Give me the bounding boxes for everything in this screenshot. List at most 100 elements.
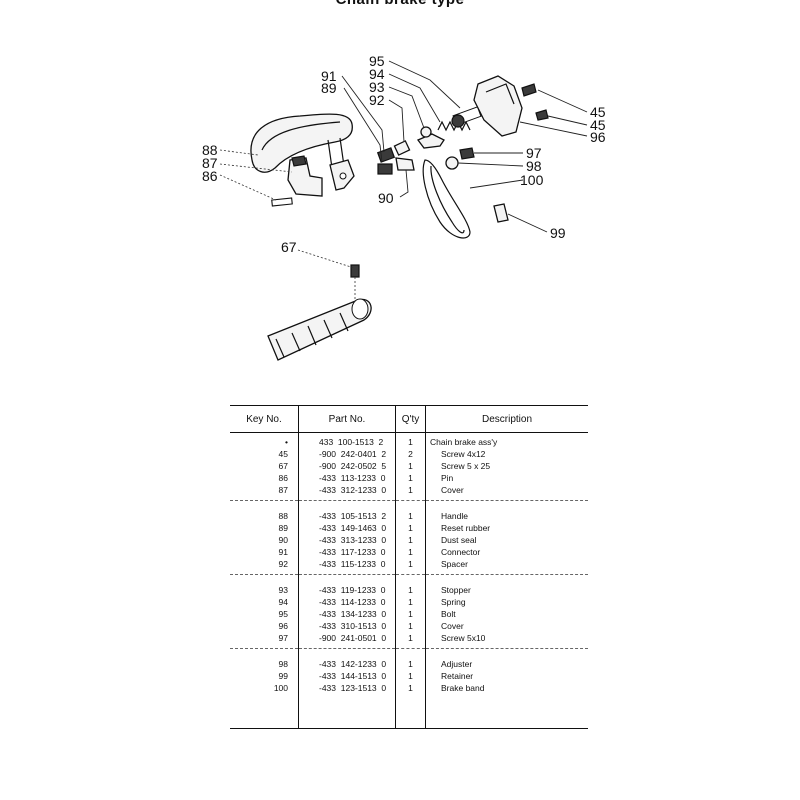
- callout-45-lower: 45: [590, 117, 606, 133]
- description-cell: Adjuster: [425, 658, 588, 670]
- quantity-cell: 1: [395, 484, 426, 496]
- small-block-drawing: [377, 163, 393, 175]
- callout-96: 96: [590, 129, 606, 145]
- part-number-cell: -433 123-1513 0: [298, 682, 396, 694]
- brake-band-100-drawing: [422, 159, 471, 239]
- description-cell: Bolt: [425, 608, 588, 620]
- cover-87-drawing: [287, 155, 323, 197]
- shaft-tube-drawing: [267, 298, 372, 361]
- quantity-cell: 1: [395, 460, 426, 472]
- part-number-cell: -433 312-1233 0: [298, 484, 396, 496]
- callout-88: 88: [202, 142, 218, 158]
- screw-67-drawing: [350, 264, 360, 278]
- table-header-row: Key No. Part No. Q'ty Description: [230, 405, 588, 433]
- group-separator: [230, 644, 588, 649]
- part-number-cell: -900 242-0401 2: [298, 448, 396, 460]
- leader-lines: [219, 60, 588, 302]
- key-number-cell: •: [285, 437, 288, 447]
- key-number-cell: 90: [278, 535, 288, 545]
- quantity-cell: 1: [395, 596, 426, 608]
- part-number-cell: -433 144-1513 0: [298, 670, 396, 682]
- description-cell: Cover: [425, 620, 588, 632]
- parts-list-table: Key No. Part No. Q'ty Description • 433 1…: [230, 405, 588, 729]
- quantity-cell: 1: [395, 510, 426, 522]
- spring-94-drawing: [437, 120, 471, 132]
- key-number-cell: 92: [278, 559, 288, 569]
- key-number-cell: 94: [278, 597, 288, 607]
- screw-97-drawing: [459, 147, 475, 160]
- screw-45-drawing: [521, 83, 549, 121]
- spacer-92-drawing: [393, 140, 411, 156]
- row-spacer: [230, 574, 588, 584]
- description-cell: Stopper: [425, 584, 588, 596]
- description-cell: Connector: [425, 546, 588, 558]
- callout-45-upper: 45: [590, 104, 606, 120]
- key-number-cell: 97: [278, 633, 288, 643]
- part-number-cell: -433 114-1233 0: [298, 596, 396, 608]
- description-cell: Spring: [425, 596, 588, 608]
- callout-98: 98: [526, 158, 542, 174]
- column-header-description: Description: [425, 405, 588, 433]
- key-number-cell: 96: [278, 621, 288, 631]
- description-cell: Dust seal: [425, 534, 588, 546]
- row-spacer: [230, 500, 588, 510]
- part-number-cell: -433 113-1233 0: [298, 472, 396, 484]
- part-number-cell: -900 241-0501 0: [298, 632, 396, 644]
- row-spacer: [230, 694, 588, 729]
- description-cell: Cover: [425, 484, 588, 496]
- part-number-cell: -433 142-1233 0: [298, 658, 396, 670]
- part-number-cell: -900 242-0502 5: [298, 460, 396, 472]
- callout-99: 99: [550, 225, 566, 241]
- description-cell: Chain brake ass'y: [425, 432, 588, 448]
- description-cell: Retainer: [425, 670, 588, 682]
- key-number-cell: 100: [273, 683, 288, 693]
- callout-86: 86: [202, 168, 218, 184]
- quantity-cell: 1: [395, 608, 426, 620]
- quantity-cell: 1: [395, 658, 426, 670]
- quantity-cell: 1: [395, 670, 426, 682]
- key-number-cell: 93: [278, 585, 288, 595]
- stopper-93-drawing: [416, 126, 445, 149]
- retainer-99-drawing: [493, 203, 509, 223]
- key-number-cell: 87: [278, 485, 288, 495]
- group-separator: [230, 496, 588, 501]
- part-number-cell: -433 115-1233 0: [298, 558, 396, 570]
- callout-94: 94: [369, 66, 385, 82]
- quantity-cell: 1: [395, 472, 426, 484]
- page-title: Chain brake type: [0, 0, 800, 8]
- description-cell: Pin: [425, 472, 588, 484]
- handle-88-drawing: [250, 113, 353, 173]
- key-number-cell: 95: [278, 609, 288, 619]
- exploded-parts-diagram: 95 94 93 92 91 89 88 87 86 90 45 45 96 9…: [202, 53, 606, 361]
- dust-seal-90-drawing: [395, 157, 415, 171]
- quantity-cell: 1: [395, 432, 426, 448]
- key-number-cell: 89: [278, 523, 288, 533]
- part-number-cell: 433 100-1513 2: [298, 432, 396, 448]
- quantity-cell: 1: [395, 546, 426, 558]
- part-number-cell: -433 119-1233 0: [298, 584, 396, 596]
- callout-89: 89: [321, 80, 337, 96]
- column-header-qty: Q'ty: [395, 405, 426, 433]
- quantity-cell: 1: [395, 534, 426, 546]
- part-number-cell: -433 117-1233 0: [298, 546, 396, 558]
- description-cell: Screw 4x12: [425, 448, 588, 460]
- callout-67: 67: [281, 239, 297, 255]
- quantity-cell: 1: [395, 620, 426, 632]
- callout-87: 87: [202, 155, 218, 171]
- quantity-cell: 1: [395, 522, 426, 534]
- part-number-cell: -433 134-1233 0: [298, 608, 396, 620]
- part-number-cell: -433 149-1463 0: [298, 522, 396, 534]
- description-cell: Screw 5 x 25: [425, 460, 588, 472]
- connector-91-drawing: [329, 159, 355, 191]
- quantity-cell: 1: [395, 632, 426, 644]
